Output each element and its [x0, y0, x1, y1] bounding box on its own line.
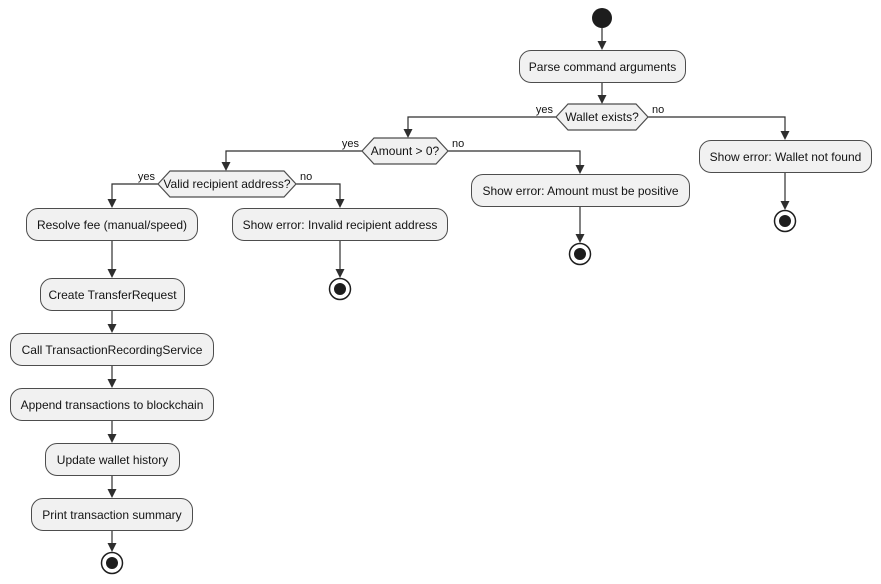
start-node — [592, 8, 612, 28]
edge-wallet-exists-no-to-error-wallet — [648, 116, 790, 140]
edge-error-recipient-to-end — [335, 241, 345, 278]
branch-label-wallet-yes: yes — [536, 104, 554, 116]
decision-wallet-exists-label: Wallet exists? — [565, 110, 639, 124]
edge-print-summary-to-end — [107, 531, 117, 552]
arrowhead-icon — [107, 269, 117, 278]
arrowhead-icon — [575, 234, 585, 243]
branch-label-wallet-no: no — [652, 104, 664, 116]
arrowhead-icon — [403, 129, 413, 138]
edge-amount-yes-to-valid-recipient — [221, 150, 362, 171]
edge-amount-no-to-error-amount — [448, 150, 585, 174]
branch-label-valid-yes: yes — [138, 171, 156, 183]
edge-call-recording-to-append-blockchain — [107, 366, 117, 388]
decision-amount-positive-label: Amount > 0? — [371, 144, 440, 158]
activity-resolve-fee: Resolve fee (manual/speed) — [26, 208, 198, 241]
activity-error-amount-positive: Show error: Amount must be positive — [471, 174, 690, 207]
arrowhead-icon — [107, 434, 117, 443]
arrowhead-icon — [597, 41, 607, 50]
edge-error-amount-to-end — [575, 207, 585, 243]
activity-error-invalid-recipient: Show error: Invalid recipient address — [232, 208, 448, 241]
edge-valid-no-to-error-recipient — [296, 183, 345, 208]
arrowhead-icon — [107, 379, 117, 388]
branch-label-amount-no: no — [452, 138, 464, 150]
arrowhead-icon — [107, 543, 117, 552]
arrowhead-icon — [107, 324, 117, 333]
end-node-error-wallet — [773, 209, 797, 233]
end-node-error-amount — [568, 242, 592, 266]
arrowhead-icon — [597, 95, 607, 104]
arrowhead-icon — [780, 131, 790, 140]
decision-amount-positive — [361, 137, 449, 165]
edge-append-blockchain-to-update-history — [107, 421, 117, 443]
arrowhead-icon — [335, 199, 345, 208]
decision-wallet-exists — [555, 103, 649, 131]
edge-valid-yes-to-resolve-fee — [107, 183, 158, 208]
edge-parse-to-wallet-exists — [597, 83, 607, 104]
end-node-main-flow — [100, 551, 124, 575]
activity-call-transaction-recording-service: Call TransactionRecordingService — [10, 333, 214, 366]
edge-wallet-exists-yes-to-amount — [403, 116, 556, 138]
arrowhead-icon — [107, 199, 117, 208]
end-node-error-recipient — [328, 277, 352, 301]
arrowhead-icon — [107, 489, 117, 498]
branch-label-valid-no: no — [300, 171, 312, 183]
activity-update-wallet-history: Update wallet history — [45, 443, 180, 476]
arrowhead-icon — [575, 165, 585, 174]
activity-error-wallet-not-found: Show error: Wallet not found — [699, 140, 872, 173]
branch-label-amount-yes: yes — [342, 138, 360, 150]
arrowhead-icon — [335, 269, 345, 278]
activity-create-transfer-request: Create TransferRequest — [40, 278, 185, 311]
activity-parse-command-arguments: Parse command arguments — [519, 50, 686, 83]
arrowhead-icon — [780, 201, 790, 210]
edge-resolve-fee-to-create-transfer — [107, 241, 117, 278]
activity-append-transactions-to-blockchain: Append transactions to blockchain — [10, 388, 214, 421]
edge-create-transfer-to-call-recording — [107, 311, 117, 333]
decision-valid-recipient-label: Valid recipient address? — [163, 177, 291, 191]
arrowhead-icon — [221, 162, 231, 171]
edge-error-wallet-to-end — [780, 173, 790, 210]
edge-start-to-parse — [597, 28, 607, 50]
decision-valid-recipient — [157, 170, 297, 198]
edge-update-history-to-print-summary — [107, 476, 117, 498]
activity-print-transaction-summary: Print transaction summary — [31, 498, 193, 531]
